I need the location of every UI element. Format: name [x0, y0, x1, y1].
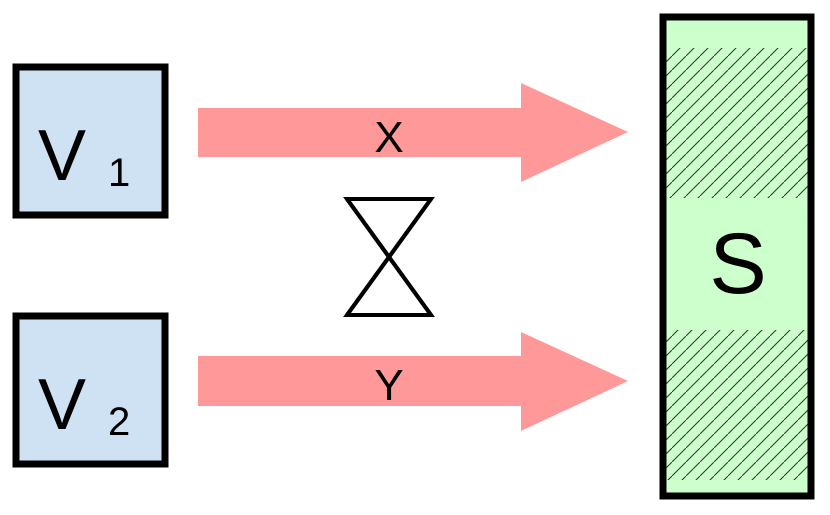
- arrow-x: X: [198, 83, 628, 182]
- sink-hatch-bottom: [663, 330, 811, 480]
- source-box-v2: V 2: [12, 312, 169, 468]
- source-v1-letter: V: [38, 116, 86, 196]
- sink-box-s: S: [659, 13, 815, 500]
- arrow-y-shape: [198, 332, 628, 431]
- arrow-y: Y: [198, 332, 628, 431]
- source-box-v2-frame: [12, 312, 169, 468]
- source-v2-letter: V: [38, 365, 86, 445]
- sink-hatch-top: [663, 48, 811, 198]
- source-box-v1: V 1: [12, 63, 169, 219]
- source-v1-subscript: 1: [108, 151, 130, 195]
- arrow-y-label: Y: [374, 361, 403, 410]
- source-v2-subscript: 2: [108, 400, 130, 444]
- arrow-x-label: X: [374, 113, 403, 162]
- arrow-x-shape: [198, 83, 628, 182]
- hourglass-icon: [343, 197, 435, 317]
- sink-label: S: [709, 216, 766, 312]
- source-box-v1-frame: [12, 63, 169, 219]
